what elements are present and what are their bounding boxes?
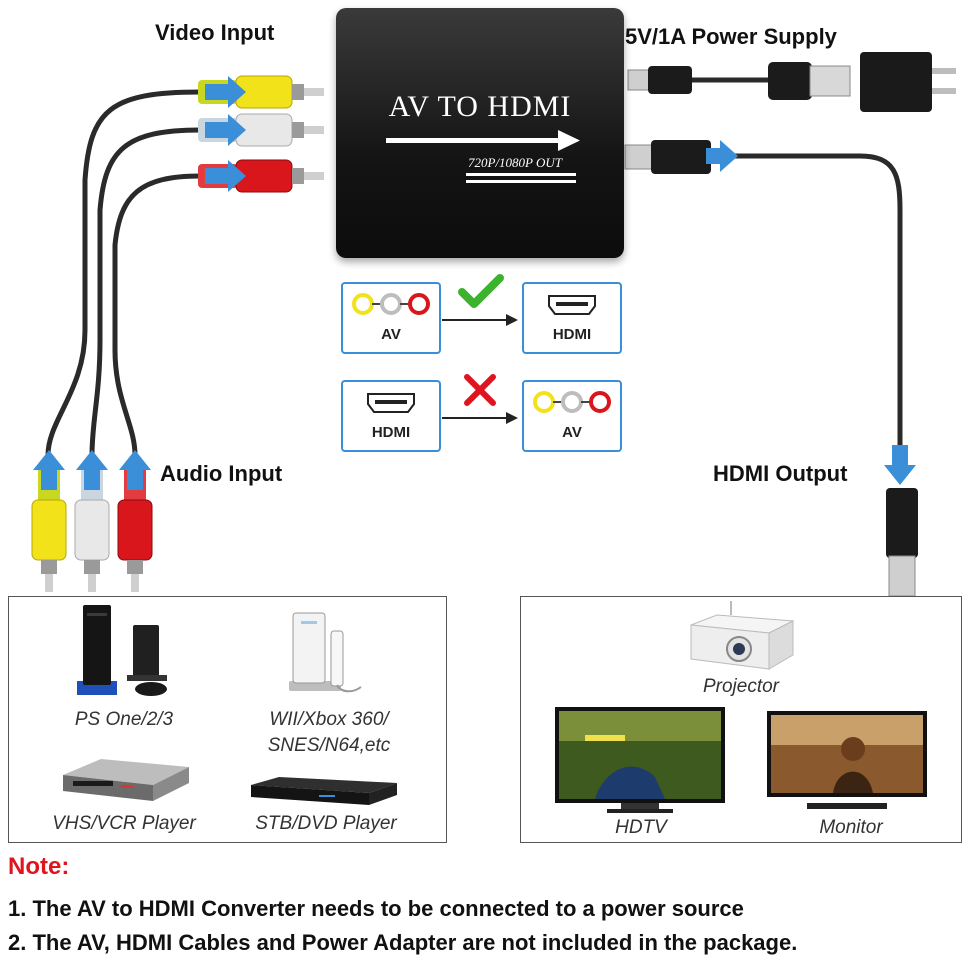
wii-console-icon: [289, 612, 362, 693]
source-devices-box: PS One/2/3 WII/Xbox 360/ SNES/N64,etc VH…: [8, 596, 447, 843]
hdtv-label: HDTV: [615, 817, 667, 838]
compat-av-label-1: AV: [381, 326, 401, 343]
playstation-icon: [77, 605, 167, 696]
hdmi-output-label: HDMI Output: [713, 461, 848, 486]
arrow-right-yellow: [205, 76, 246, 108]
monitor-label: Monitor: [819, 817, 883, 838]
red-cable: [112, 173, 201, 456]
dvd-player-icon: [251, 777, 397, 805]
wii-label-line2: SNES/N64,etc: [267, 735, 391, 756]
device-arrow-icon: [386, 130, 580, 151]
note-title: Note:: [8, 853, 70, 880]
arrow-right-white: [205, 114, 246, 146]
compat-hdmi-box-1: HDMI: [522, 282, 622, 354]
projector-icon: [690, 601, 795, 670]
device-divider-1: [466, 173, 576, 176]
projector-label: Projector: [702, 676, 780, 697]
compat-av-box-1: AV: [341, 282, 441, 354]
power-adapter: [860, 52, 956, 112]
device-divider-2: [466, 180, 576, 183]
rca-jacks-icon: [352, 293, 430, 315]
hdmi-cable: [735, 153, 903, 470]
arrow-right-icon: [442, 412, 518, 424]
arrow-right-hdmi: [706, 140, 738, 172]
arrow-up-yellow: [33, 450, 65, 490]
check-icon: [458, 274, 504, 308]
vhs-label: VHS/VCR Player: [52, 813, 196, 834]
rca-plug-red-bottom: [117, 465, 153, 592]
arrow-up-white: [76, 450, 108, 490]
compat-av-label-2: AV: [562, 424, 582, 441]
vhs-player-icon: [63, 759, 189, 801]
arrow-right-red: [205, 160, 246, 192]
video-input-label: Video Input: [155, 20, 275, 45]
converter-device: AV TO HDMI 720P/1080P OUT: [336, 8, 624, 258]
note-line-2: 2. The AV, HDMI Cables and Power Adapter…: [8, 930, 798, 955]
micro-usb-plug: [627, 66, 692, 94]
arrow-down-hdmi: [884, 445, 916, 485]
hdmi-plug-output: [886, 488, 918, 597]
cross-icon: [464, 374, 496, 406]
device-title: AV TO HDMI: [388, 90, 572, 123]
usb-a-plug: [768, 62, 851, 100]
compat-hdmi-box-2: HDMI: [341, 380, 441, 452]
note-line-1: 1. The AV to HDMI Converter needs to be …: [8, 896, 744, 921]
hdmi-port-icon: [367, 393, 415, 413]
compat-av-box-2: AV: [522, 380, 622, 452]
hdtv-icon: [555, 707, 725, 813]
rca-jacks-icon: [533, 391, 611, 413]
white-cable: [89, 127, 201, 456]
wii-label-line1: WII/Xbox 360/: [269, 709, 389, 730]
monitor-icon: [767, 711, 927, 809]
output-devices-box: Projector HDTV Monitor: [520, 596, 962, 843]
hdmi-port-icon: [548, 295, 596, 315]
arrow-right-icon: [442, 314, 518, 326]
stb-label: STB/DVD Player: [255, 813, 397, 834]
power-supply-label: 5V/1A Power Supply: [625, 24, 837, 49]
hdmi-plug-device: [624, 140, 711, 174]
audio-input-label: Audio Input: [160, 461, 283, 486]
compat-hdmi-label-1: HDMI: [552, 326, 592, 343]
device-subtitle: 720P/1080P OUT: [468, 155, 563, 170]
ps-label: PS One/2/3: [74, 709, 174, 730]
arrow-up-red: [119, 450, 151, 490]
compat-hdmi-label-2: HDMI: [371, 424, 411, 441]
yellow-cable: [45, 89, 201, 456]
